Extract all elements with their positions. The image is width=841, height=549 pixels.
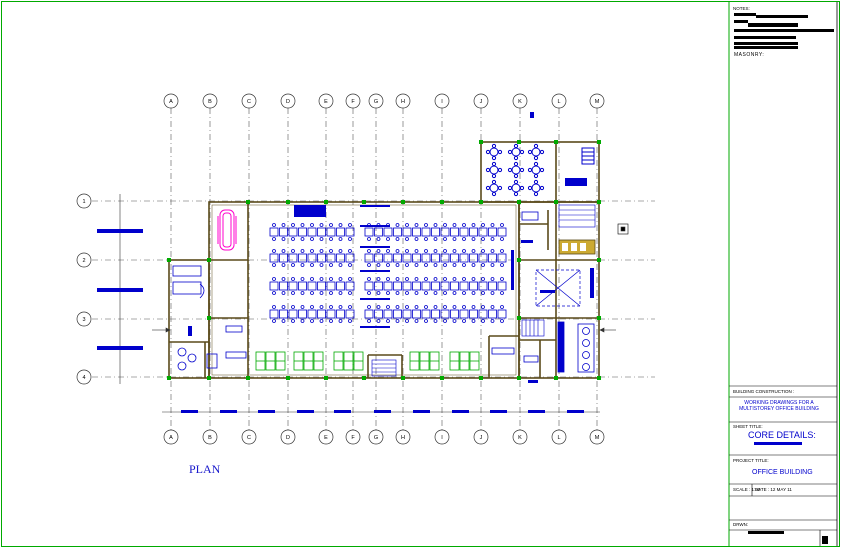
grid-bubble-l-top: L: [551, 93, 567, 109]
sheet-subtitle-bar: [754, 442, 802, 445]
project-title-label: PROJECT TITLE:: [733, 458, 769, 463]
svg-text:B: B: [208, 435, 212, 441]
svg-text:E: E: [324, 99, 328, 105]
svg-text:H: H: [401, 435, 405, 441]
svg-text:G: G: [374, 99, 378, 105]
sheet-title-label: SHEET TITLE:: [733, 424, 763, 429]
building-construction-text: WORKING DRAWINGS FOR A MULTISTOREY OFFIC…: [739, 400, 819, 412]
svg-text:2: 2: [82, 258, 85, 264]
grid-bubble-l-bottom: L: [551, 429, 567, 445]
building-construction-label: BUILDING CONSTRUCTION :: [733, 389, 795, 394]
svg-text:J: J: [480, 435, 483, 441]
conference-table: [217, 209, 237, 251]
lift-core: [535, 269, 581, 307]
scale-label: SCALE : 1:50: [733, 487, 761, 492]
svg-text:1: 1: [82, 199, 85, 205]
grid-bubble-d-top: D: [280, 93, 296, 109]
svg-text:C: C: [247, 99, 251, 105]
svg-text:E: E: [324, 435, 328, 441]
sheet-title: CORE DETAILS:: [748, 430, 816, 440]
section-marks: [152, 223, 629, 333]
grid-bubble-j-top: J: [473, 93, 489, 109]
lift-doors: [558, 239, 596, 255]
grid-row-lines: [92, 200, 655, 378]
svg-text:D: D: [286, 99, 290, 105]
svg-text:G: G: [374, 435, 378, 441]
project-title: OFFICE BUILDING: [752, 469, 813, 476]
grid-bubble-a-bottom: A: [163, 429, 179, 445]
grid-bubble-j-bottom: J: [473, 429, 489, 445]
grid-bubble-d-bottom: D: [280, 429, 296, 445]
svg-text:H: H: [401, 99, 405, 105]
grid-bubble-k-top: K: [512, 93, 528, 109]
grid-bubble-i-bottom: I: [434, 429, 450, 445]
svg-text:A: A: [169, 435, 173, 441]
svg-text:4: 4: [82, 375, 85, 381]
svg-text:M: M: [595, 435, 600, 441]
svg-text:K: K: [518, 99, 522, 105]
grid-bubble-g-bottom: G: [368, 429, 384, 445]
grid-bubble-e-top: E: [318, 93, 334, 109]
left-annex-furniture: [172, 211, 539, 371]
grid-bubbles-bottom: A B C D E F G H I J K L M: [163, 429, 605, 445]
grid-bubble-f-top: F: [345, 93, 361, 109]
grid-bubble-m-bottom: M: [589, 429, 605, 445]
grid-bubbles-rows: 1 2 3 4: [76, 193, 92, 385]
svg-text:L: L: [557, 99, 560, 105]
grid-bubble-row-3: 3: [76, 311, 92, 327]
corridor-markings: [188, 112, 594, 383]
grid-bubble-b-bottom: B: [202, 429, 218, 445]
svg-text:A: A: [169, 99, 173, 105]
grid-bubbles-top: A B C D E F G H I J K L M: [163, 93, 605, 109]
structural-columns: [167, 140, 601, 380]
drawn-label: DRWN:: [733, 522, 749, 527]
title-block-lines: [729, 385, 837, 546]
dimension-text-bars: [97, 229, 584, 413]
grid-bubble-row-2: 2: [76, 252, 92, 268]
staircase: [371, 204, 596, 377]
grid-bubble-g-top: G: [368, 93, 384, 109]
svg-text:L: L: [557, 435, 560, 441]
grid-bubble-a-top: A: [163, 93, 179, 109]
grid-bubble-k-bottom: K: [512, 429, 528, 445]
masonry-label: MASONRY:: [734, 52, 765, 58]
grid-bubble-h-top: H: [395, 93, 411, 109]
svg-text:M: M: [595, 99, 600, 105]
plan-label: PLAN: [189, 462, 221, 476]
grid-bubble-row-1: 1: [76, 193, 92, 209]
svg-text:3: 3: [82, 317, 85, 323]
grid-bubble-m-top: M: [589, 93, 605, 109]
svg-text:I: I: [441, 99, 443, 105]
svg-text:D: D: [286, 435, 290, 441]
notes-label: NOTES:: [733, 6, 750, 11]
grid-bubble-c-top: C: [241, 93, 257, 109]
date-label: DATE : 12 MAY 11: [755, 487, 792, 492]
bottom-workstations: [255, 351, 480, 371]
svg-text:F: F: [351, 99, 355, 105]
svg-text:C: C: [247, 435, 251, 441]
svg-text:F: F: [351, 435, 355, 441]
grid-bubble-e-bottom: E: [318, 429, 334, 445]
toilet-block: [557, 321, 595, 373]
workstation-clusters: [269, 223, 507, 323]
svg-text:B: B: [208, 99, 212, 105]
svg-text:I: I: [441, 435, 443, 441]
grid-bubble-i-top: I: [434, 93, 450, 109]
notes-bars: [734, 13, 834, 544]
grid-bubble-row-4: 4: [76, 369, 92, 385]
cafeteria-tables: [485, 143, 595, 197]
svg-text:J: J: [480, 99, 483, 105]
grid-bubble-b-top: B: [202, 93, 218, 109]
grid-bubble-c-bottom: C: [241, 429, 257, 445]
grid-bubble-f-bottom: F: [345, 429, 361, 445]
svg-text:K: K: [518, 435, 522, 441]
grid-bubble-h-bottom: H: [395, 429, 411, 445]
